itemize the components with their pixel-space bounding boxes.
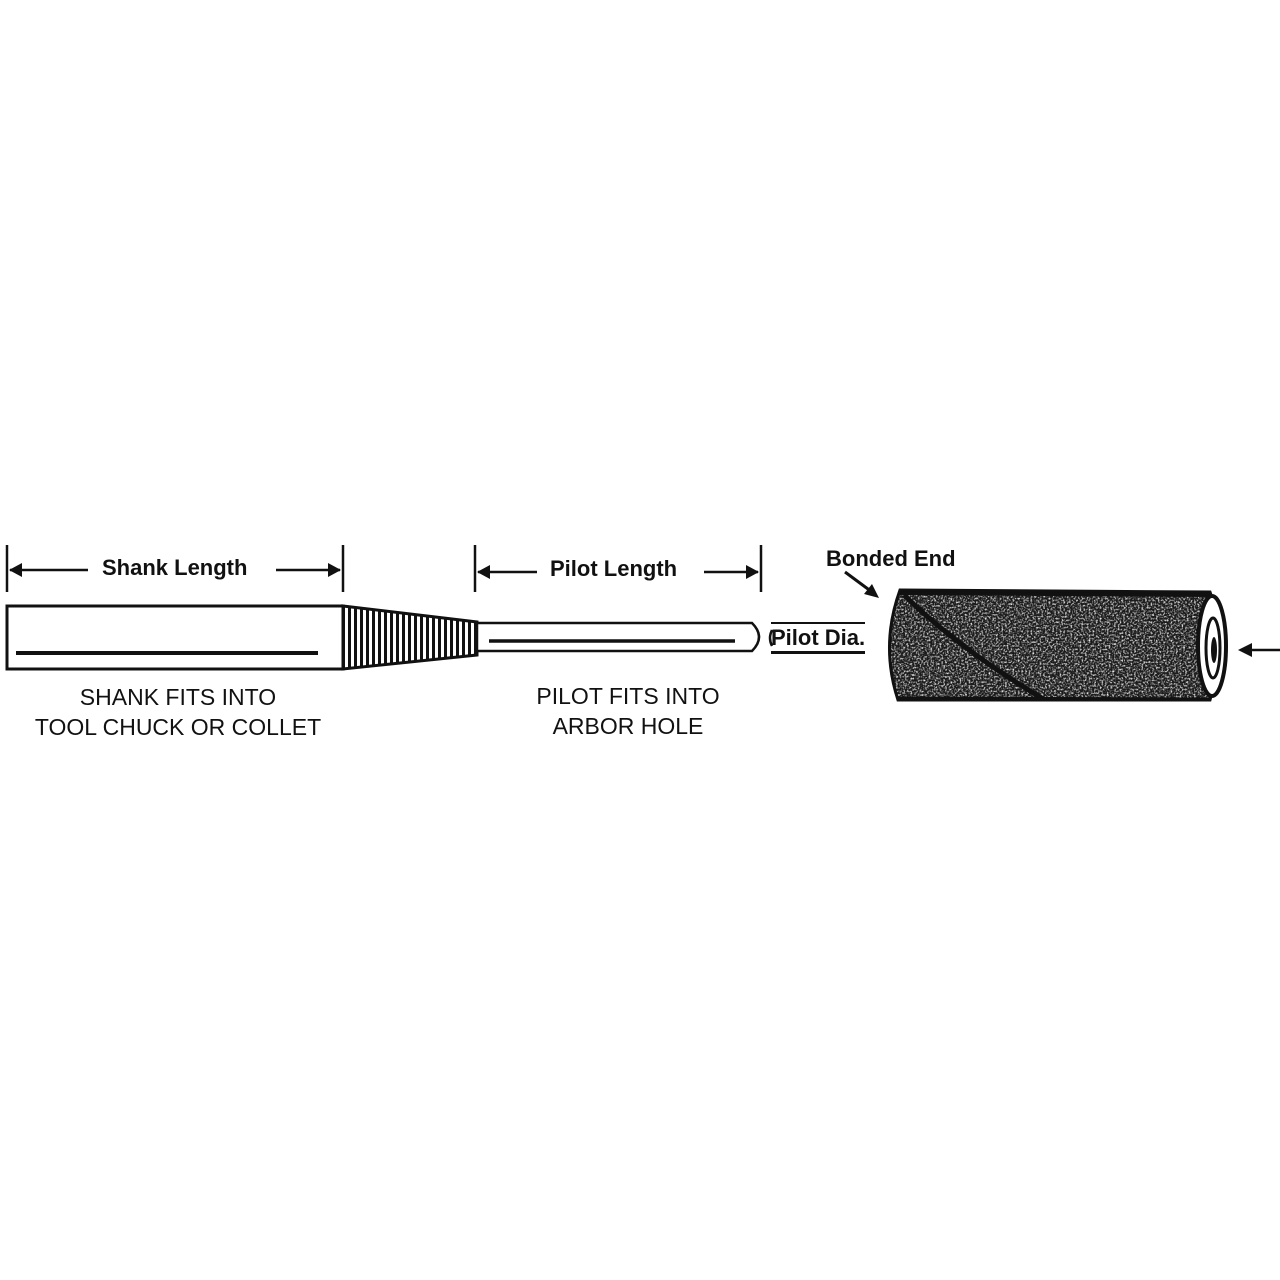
shank-caption-line2: TOOL CHUCK OR COLLET [34, 714, 322, 740]
arbor-hole [1211, 637, 1217, 663]
bonded-end-leader [844, 570, 879, 598]
pilot-caption: PILOT FITS INTO ARBOR HOLE [480, 681, 776, 741]
arrow-down-right-icon [864, 584, 879, 598]
arrow-left-icon [477, 565, 490, 579]
shank-length-dimension [5, 545, 345, 592]
cartridge-roll [887, 588, 1228, 702]
bonded-end-label: Bonded End [826, 546, 956, 571]
pilot-dia-tick [768, 629, 774, 647]
pilot-length-label: Pilot Length [546, 556, 682, 582]
pilot-length-dimension [473, 545, 763, 592]
pilot [475, 621, 761, 653]
pilot-caption-line2: ARBOR HOLE [552, 713, 704, 739]
arrow-right-icon [746, 565, 759, 579]
shank-length-label: Shank Length [98, 555, 252, 581]
pilot-caption-line1: PILOT FITS INTO [536, 683, 720, 709]
shank [5, 604, 345, 671]
pilot-dia-arrow [1238, 643, 1280, 657]
knurled-taper [341, 604, 479, 671]
arrow-right-icon [328, 563, 341, 577]
shank-caption-line1: SHANK FITS INTO [79, 684, 277, 710]
arrow-left-icon [9, 563, 22, 577]
shank-caption: SHANK FITS INTO TOOL CHUCK OR COLLET [10, 682, 346, 742]
arrow-left-icon [1238, 643, 1252, 657]
pilot-dia-label: Pilot Dia. [771, 622, 866, 654]
